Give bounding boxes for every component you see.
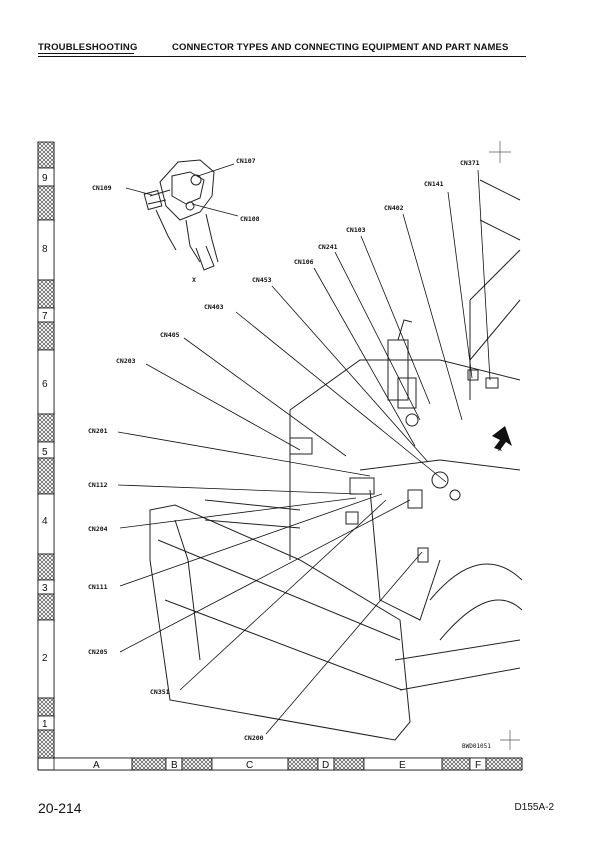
callout-cn112: CN112 xyxy=(88,481,108,489)
page-number: 20-214 xyxy=(38,800,82,816)
callout-cn107: CN107 xyxy=(236,157,256,165)
callout-cn403: CN403 xyxy=(204,303,224,311)
col-label-f: F xyxy=(475,760,481,771)
model-number: D155A-2 xyxy=(514,802,554,813)
callout-cn371: CN371 xyxy=(460,159,480,167)
row-label-6: 6 xyxy=(42,379,48,390)
callout-cn351: CN351 xyxy=(150,688,170,696)
column-labels: A B C D E F xyxy=(93,760,481,771)
col-label-b: B xyxy=(171,760,178,771)
leader-lines xyxy=(117,163,491,735)
callout-cn111: CN111 xyxy=(88,583,108,591)
row-grid-strip xyxy=(37,141,55,759)
row-label-9: 9 xyxy=(42,173,48,184)
figure-frame xyxy=(37,142,523,771)
row-label-5: 5 xyxy=(42,447,48,458)
row-label-4: 4 xyxy=(42,516,48,527)
callout-cn141: CN141 xyxy=(424,180,444,188)
callout-cn108: CN108 xyxy=(240,215,260,223)
col-label-c: C xyxy=(246,760,253,771)
view-arrow xyxy=(492,426,512,450)
callout-cn103: CN103 xyxy=(346,226,366,234)
inset-view-label: X xyxy=(192,276,196,284)
row-label-3: 3 xyxy=(42,583,48,594)
row-label-1: 1 xyxy=(42,719,48,730)
machine-sketch xyxy=(149,179,523,741)
callout-cn205: CN205 xyxy=(88,648,108,656)
callout-cn200: CN200 xyxy=(244,734,264,742)
callout-cn204: CN204 xyxy=(88,525,108,533)
callout-cn453: CN453 xyxy=(252,276,272,284)
section-heading-underline xyxy=(38,53,134,54)
drawing-code: BWD01051 xyxy=(462,743,491,750)
row-labels: 9 8 7 6 5 4 3 2 1 xyxy=(42,173,48,730)
callout-labels: CN107 CN109 CN108 CN371 CN141 CN402 CN10… xyxy=(88,157,491,750)
section-heading: TROUBLESHOOTING xyxy=(38,42,138,53)
callout-cn402: CN402 xyxy=(384,204,404,212)
header-rule xyxy=(38,56,526,57)
col-label-a: A xyxy=(93,760,100,771)
view-arrow-label: X xyxy=(498,445,502,453)
registration-crosses xyxy=(489,141,520,750)
callout-cn203: CN203 xyxy=(116,357,136,365)
column-grid-strip xyxy=(53,757,523,771)
callout-cn109: CN109 xyxy=(92,184,112,192)
inset-sketch xyxy=(143,159,219,271)
row-label-7: 7 xyxy=(42,311,48,322)
callout-cn241: CN241 xyxy=(318,243,338,251)
col-label-d: D xyxy=(322,760,329,771)
callout-cn106: CN106 xyxy=(294,258,314,266)
col-label-e: E xyxy=(399,760,406,771)
row-label-2: 2 xyxy=(42,653,48,664)
callout-cn405: CN405 xyxy=(160,331,180,339)
callout-cn201: CN201 xyxy=(88,427,108,435)
row-label-8: 8 xyxy=(42,244,48,255)
page-title: CONNECTOR TYPES AND CONNECTING EQUIPMENT… xyxy=(172,42,509,53)
